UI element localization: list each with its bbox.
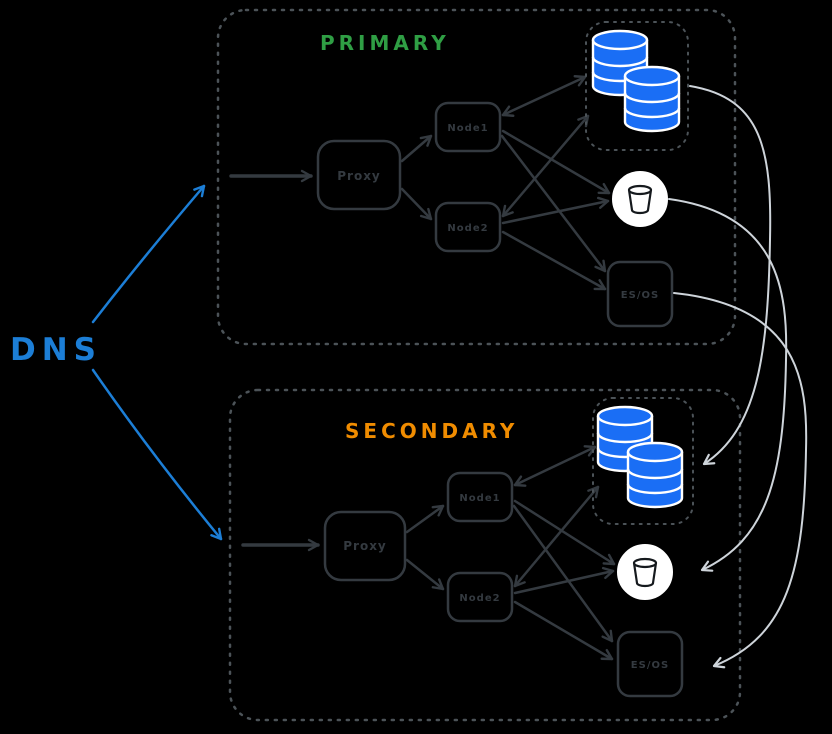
cylinder-body xyxy=(623,76,681,133)
primary-esos-box xyxy=(606,260,674,328)
primary-arrow-node2-database xyxy=(501,114,590,218)
secondary-esos-label: ES/OS xyxy=(631,660,669,671)
primary-proxy-label: Proxy xyxy=(337,169,381,183)
primary-arrow-node1-bucket xyxy=(501,129,611,195)
primary-proxy-box xyxy=(316,139,402,211)
primary-region: PRIMARY Proxy Node1 Node2 xyxy=(216,8,737,346)
primary-esos-label: ES/OS xyxy=(621,290,659,301)
primary-arrow-node2-bucket xyxy=(501,196,610,225)
cylinder-band xyxy=(596,432,654,444)
cylinder-band xyxy=(623,107,681,119)
cylinder-band xyxy=(626,483,684,495)
database-cylinder-front-icon xyxy=(626,441,684,509)
secondary-proxy-box xyxy=(323,510,407,582)
primary-region-label: PRIMARY xyxy=(320,31,450,55)
bucket-glyph xyxy=(632,557,658,588)
cylinder-band xyxy=(591,56,649,68)
primary-node1-box xyxy=(434,101,502,153)
primary-node2-label: Node2 xyxy=(447,223,488,234)
bucket-circle xyxy=(612,171,668,227)
secondary-region-label: SECONDARY xyxy=(345,419,518,443)
secondary-node2-label: Node2 xyxy=(459,593,500,604)
cylinder-top xyxy=(623,65,681,87)
secondary-node1-label: Node1 xyxy=(459,493,500,504)
dns-label: DNS xyxy=(10,332,102,368)
cylinder-band xyxy=(626,468,684,480)
cylinder-top xyxy=(596,405,654,427)
secondary-arrow-proxy-node1 xyxy=(405,504,445,534)
primary-database-icon xyxy=(585,21,689,151)
secondary-region-border xyxy=(228,388,742,722)
cylinder-top xyxy=(626,441,684,463)
secondary-esos-box xyxy=(616,630,684,698)
secondary-arrow-proxy-node2 xyxy=(405,558,445,591)
replication-arrow-esos xyxy=(673,292,808,669)
database-cylinder-front-icon xyxy=(623,65,681,133)
cylinder-band xyxy=(623,92,681,104)
dns-to-secondary-arrow xyxy=(91,368,223,541)
secondary-arrow-node2-bucket xyxy=(513,566,615,595)
replication-arrows xyxy=(668,85,808,669)
secondary-node1-box xyxy=(446,471,514,523)
secondary-database-icon xyxy=(592,397,694,525)
secondary-region: SECONDARY Proxy Node1 Node2 xyxy=(228,388,742,722)
bucket-circle xyxy=(617,544,673,600)
replication-arrow-database xyxy=(689,85,772,466)
primary-database-border xyxy=(585,21,689,151)
bucket-glyph xyxy=(627,184,653,215)
primary-arrow-node2-esos xyxy=(501,230,607,291)
secondary-arrow-node2-esos xyxy=(513,600,614,661)
secondary-arrow-node1-esos xyxy=(512,504,614,643)
secondary-node2-box xyxy=(446,571,514,623)
cylinder-top xyxy=(591,29,649,51)
secondary-proxy-label: Proxy xyxy=(343,539,387,553)
primary-node2-box xyxy=(434,201,502,253)
cylinder-body xyxy=(626,452,684,509)
primary-s3-bucket-icon xyxy=(612,171,668,227)
secondary-s3-bucket-icon xyxy=(617,544,673,600)
secondary-arrow-node1-bucket xyxy=(513,499,616,566)
primary-arrow-node1-esos xyxy=(500,134,607,273)
primary-node1-label: Node1 xyxy=(447,123,488,134)
primary-arrow-proxy-node2 xyxy=(400,187,433,221)
dns-to-primary-arrow xyxy=(91,184,206,324)
primary-arrow-proxy-node1 xyxy=(400,134,433,163)
primary-arrow-node1-database xyxy=(501,75,587,117)
secondary-arrow-node2-database xyxy=(513,485,600,588)
replication-arrow-bucket xyxy=(668,198,788,572)
secondary-arrow-node1-database xyxy=(513,445,597,487)
